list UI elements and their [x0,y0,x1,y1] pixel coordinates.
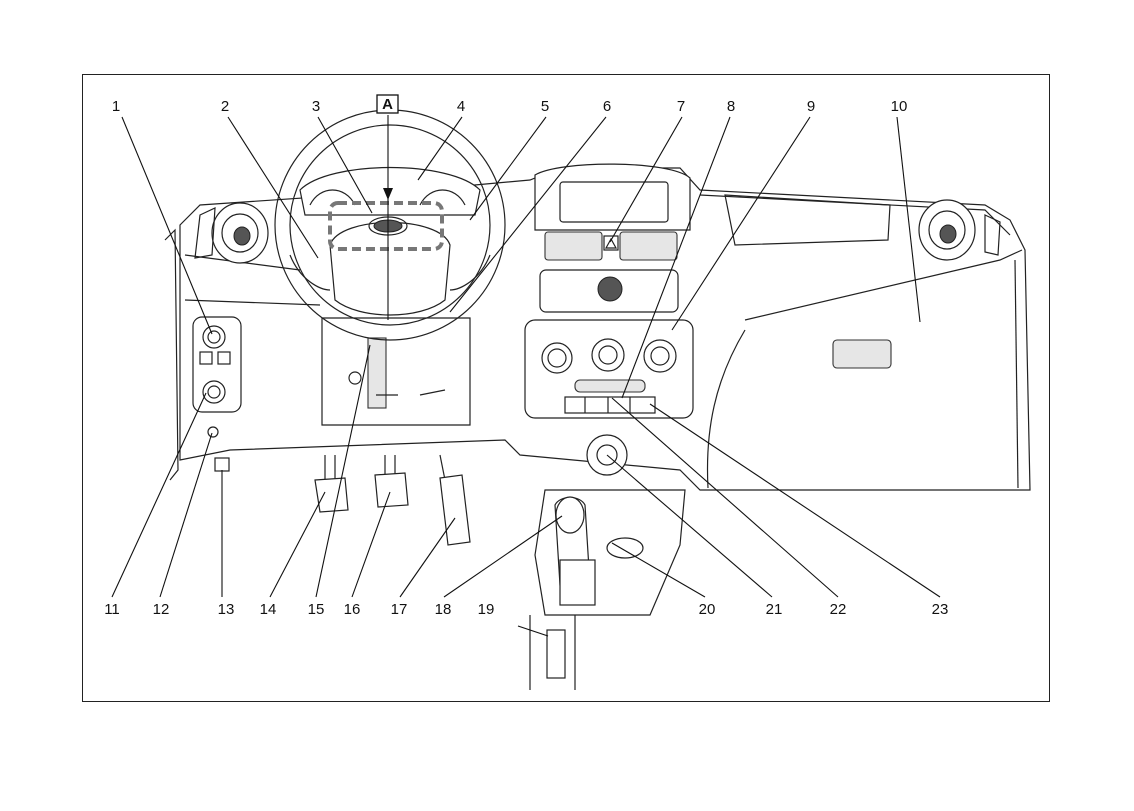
callout-23: 23 [932,601,949,618]
left-switch-panel [192,316,242,472]
left-air-vent [194,202,269,264]
glove-box [724,194,892,369]
callout-19: 19 [478,601,495,618]
callout-13: 13 [218,601,235,618]
callout-14: 14 [260,601,277,618]
airbag-zone-outline [328,201,444,251]
lower-console [529,434,686,690]
callout-21: 21 [766,601,783,618]
section-mark: A [382,96,393,113]
callout-11: 11 [104,601,120,618]
callout-20: 20 [699,601,716,618]
callout-8: 8 [727,98,735,115]
figure-frame [82,74,1050,702]
callout-18: 18 [435,601,452,618]
callout-7: 7 [677,98,685,115]
callout-4: 4 [457,98,465,115]
callout-5: 5 [541,98,549,115]
section-mark-box [376,94,399,114]
right-air-vent [918,199,1001,261]
center-console [524,163,694,419]
steering-column [321,317,471,426]
callout-9: 9 [807,98,815,115]
pedals [314,454,471,546]
callout-6: 6 [603,98,611,115]
callout-16: 16 [344,601,361,618]
callout-15: 15 [308,601,325,618]
callout-17: 17 [391,601,408,618]
callout-2: 2 [221,98,229,115]
callout-12: 12 [153,601,170,618]
leader-lines [111,115,941,637]
callout-1: 1 [112,98,120,115]
callout-numbers: 1 2 3 4 5 6 7 8 9 10 11 12 13 14 15 16 1… [104,98,948,618]
callout-10: 10 [891,98,908,115]
callout-3: 3 [312,98,320,115]
callout-22: 22 [830,601,847,618]
